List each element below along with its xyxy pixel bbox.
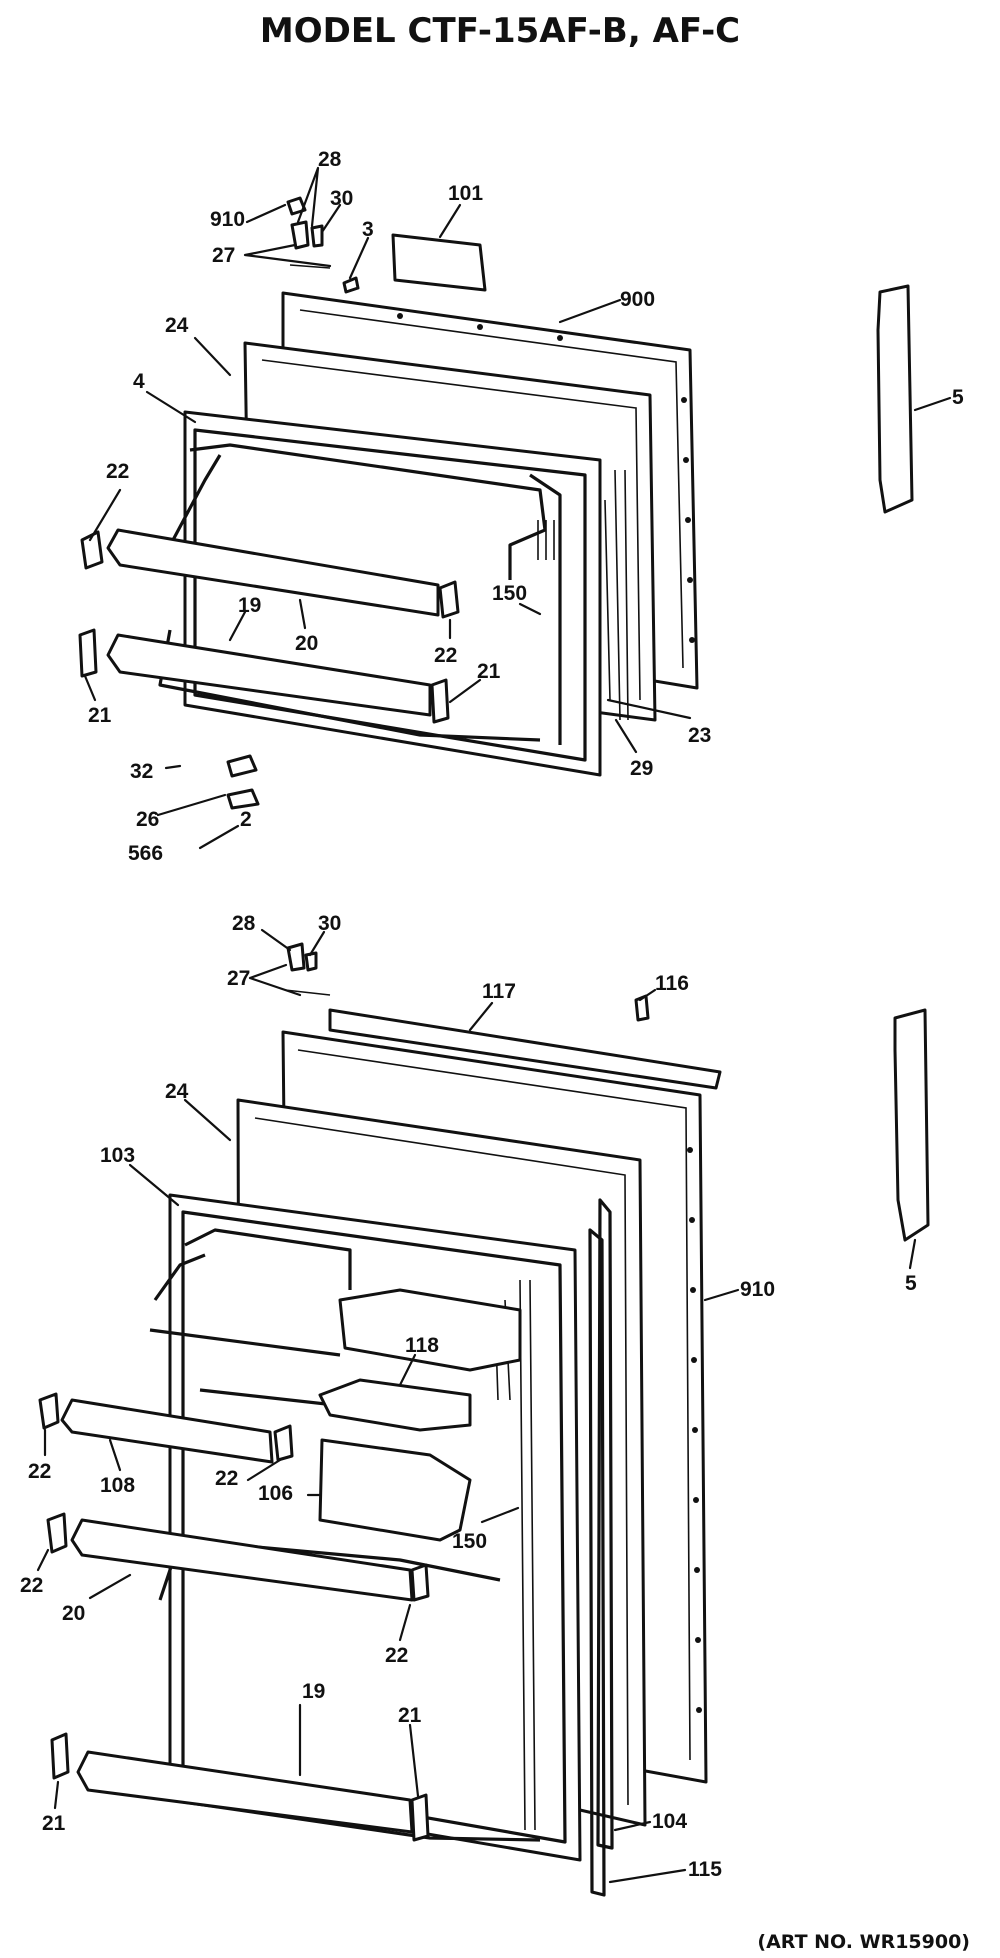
callout-20-lower: 20: [62, 1602, 85, 1625]
model-title: MODEL CTF-15AF-B, AF-C: [260, 11, 740, 51]
shelf-end-cap-21-left: [78, 628, 98, 678]
shelf-bar-20: [106, 528, 440, 617]
callout-910-lower: 910: [740, 1278, 775, 1301]
bottom-leader-lines: [36, 928, 917, 1884]
callout-30-lower: 30: [318, 912, 341, 935]
callout-21-19-left: 21: [42, 1812, 66, 1835]
callout-22a: 22: [106, 460, 129, 483]
callout-115: 115: [688, 1858, 722, 1881]
callout-108: 108: [100, 1474, 135, 1497]
shelf-bar-19-lower: [76, 1750, 414, 1834]
callout-32: 32: [130, 760, 153, 783]
callout-20: 20: [295, 632, 318, 655]
hinge-fasteners: [226, 196, 360, 810]
callout-150-lower: 150: [452, 1530, 487, 1553]
callout-19: 19: [238, 594, 261, 617]
callout-27: 27: [212, 244, 235, 267]
callout-118: 118: [405, 1334, 439, 1357]
callout-24: 24: [165, 314, 189, 337]
shelf-end-cap-21-19-right: [410, 1793, 430, 1842]
shelf-end-cap-22-20-right: [410, 1563, 430, 1602]
callout-5: 5: [952, 386, 964, 409]
door-top-trim-117: [328, 1008, 722, 1090]
shelf-end-cap-22-108-left: [38, 1392, 60, 1430]
butter-compartment-118: [338, 1288, 522, 1372]
callout-22-108-right: 22: [215, 1467, 238, 1490]
freezer-door-assembly: 910 28 30 27 3 101 900 24 4 5 22 19 20 1…: [78, 148, 964, 865]
callout-910: 910: [210, 208, 245, 231]
shelf-bar-20-lower: [70, 1518, 414, 1602]
callout-21b: 21: [88, 704, 112, 727]
shelf-end-cap-22-108-right: [273, 1424, 294, 1462]
callout-566: 566: [128, 842, 163, 865]
lower-hinge-fasteners: [284, 942, 331, 996]
callout-21a: 21: [477, 660, 501, 683]
callout-22-108-left: 22: [28, 1460, 51, 1483]
callout-117: 117: [482, 980, 516, 1003]
door-gasket-115: [588, 1228, 606, 1897]
callout-22-20-left: 22: [20, 1574, 43, 1597]
shelf-bar-108: [60, 1398, 274, 1464]
callout-101: 101: [448, 182, 483, 205]
callout-5-lower: 5: [905, 1272, 917, 1295]
callout-106: 106: [258, 1482, 293, 1505]
shelf-end-cap-22-20-left: [46, 1512, 68, 1554]
callout-22-20-right: 22: [385, 1644, 408, 1667]
shelf-end-cap-22-right: [438, 580, 460, 619]
callout-104: 104: [652, 1810, 687, 1833]
callout-150: 150: [492, 582, 527, 605]
callout-22b: 22: [434, 644, 457, 667]
fresh-food-door-assembly: 28 30 27 117 116 24 103 5 910 118 22 108…: [20, 912, 930, 1897]
callout-30: 30: [330, 187, 353, 210]
callout-116: 116: [655, 972, 689, 995]
callout-19-lower: 19: [302, 1680, 325, 1703]
callout-103: 103: [100, 1144, 135, 1167]
art-number: (ART NO. WR15900): [757, 1931, 970, 1953]
callout-24-lower: 24: [165, 1080, 189, 1103]
callout-27-lower: 27: [227, 967, 250, 990]
shelf-end-cap-21-right: [430, 678, 450, 724]
callout-28-lower: 28: [232, 912, 256, 935]
hinge-plate-101: [391, 233, 487, 292]
door-gasket-104: [596, 1198, 614, 1850]
top-leader-lines: [83, 166, 952, 850]
shelf-bar-19: [106, 633, 432, 717]
callout-900: 900: [620, 288, 655, 311]
callout-4: 4: [133, 370, 145, 393]
callout-3: 3: [362, 218, 374, 241]
egg-tray-118: [318, 1378, 472, 1432]
dairy-compartment-106: [318, 1438, 472, 1542]
callout-2: 2: [240, 808, 252, 831]
callout-21-19-right: 21: [398, 1704, 422, 1727]
door-handle-5-top: [876, 284, 914, 514]
door-handle-5-bottom: [893, 1008, 930, 1242]
callout-28: 28: [318, 148, 342, 171]
callout-29: 29: [630, 757, 653, 780]
callout-23: 23: [688, 724, 711, 747]
callout-26: 26: [136, 808, 159, 831]
shelf-end-cap-21-19-left: [50, 1732, 70, 1780]
